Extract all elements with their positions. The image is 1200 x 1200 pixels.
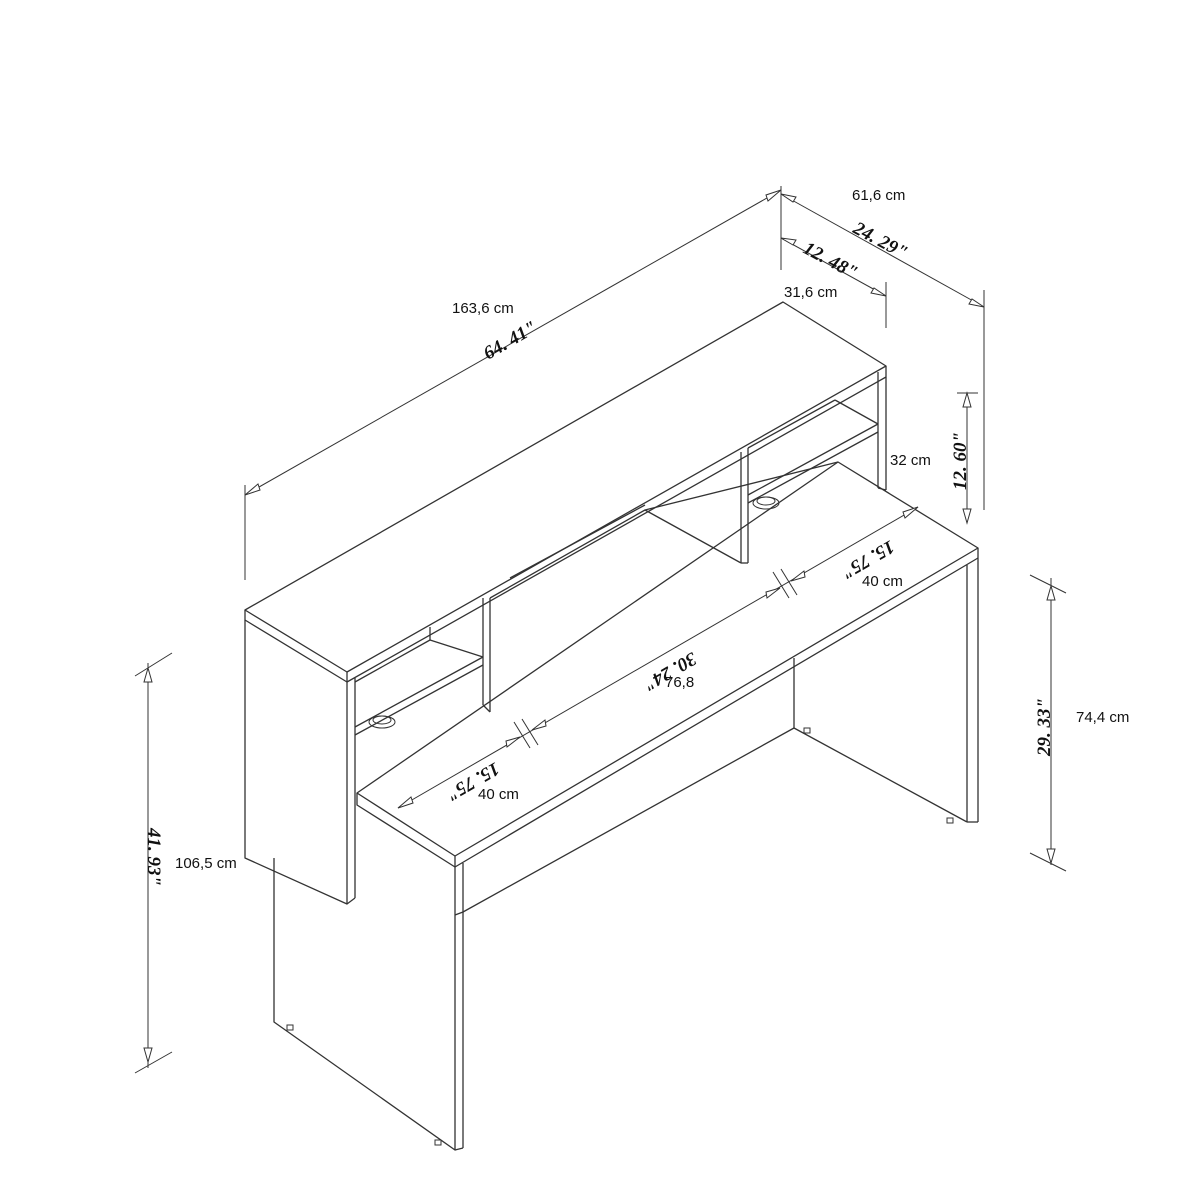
total-depth-inch-label: 24. 29" [849,217,911,263]
hutch-depth-inch-label: 12. 48" [800,238,861,284]
desk-height-inch-label: 29. 33" [1034,698,1055,757]
total-height-inch-label: 41. 93" [143,827,164,886]
hutch-right-divider [644,448,749,564]
hutch-top-front-edge [244,366,887,683]
total-depth-cm-label: 61,6 cm [852,187,905,204]
desk-height-cm-label: 74,4 cm [1076,709,1129,726]
right-desk-leg [793,558,979,824]
hutch-right-shelf [747,399,879,504]
right-span-cm-label: 40 cm [862,573,903,590]
hutch-width-inch-label: 64. 41" [480,317,541,364]
cable-grommet-right [752,496,780,510]
left-span-cm-label: 40 cm [478,786,519,803]
total-height-cm-label: 106,5 cm [175,855,237,872]
hutch-left-end-panel [244,620,356,905]
hutch-left-divider [482,598,491,713]
dimension-labels: 163,6 cm 64. 41" 61,6 cm 24. 29" 12. 48"… [143,187,1129,886]
hutch-top [244,301,887,673]
middle-span-cm-label: 76,8 [665,674,694,691]
hutch-depth-cm-label: 31,6 cm [784,284,837,301]
left-desk-leg [273,727,795,1151]
hutch [244,301,887,905]
desk [273,461,979,1151]
hutch-width-cm-label: 163,6 cm [452,300,514,317]
dimension-lines [134,186,1067,1074]
hutch-height-inch-label: 12. 60" [950,432,971,490]
desk-top-front-edge [356,557,979,868]
hutch-height-cm-label: 32 cm [890,452,931,469]
hutch-right-end-panel [877,372,887,491]
cable-grommet-left [368,715,396,729]
